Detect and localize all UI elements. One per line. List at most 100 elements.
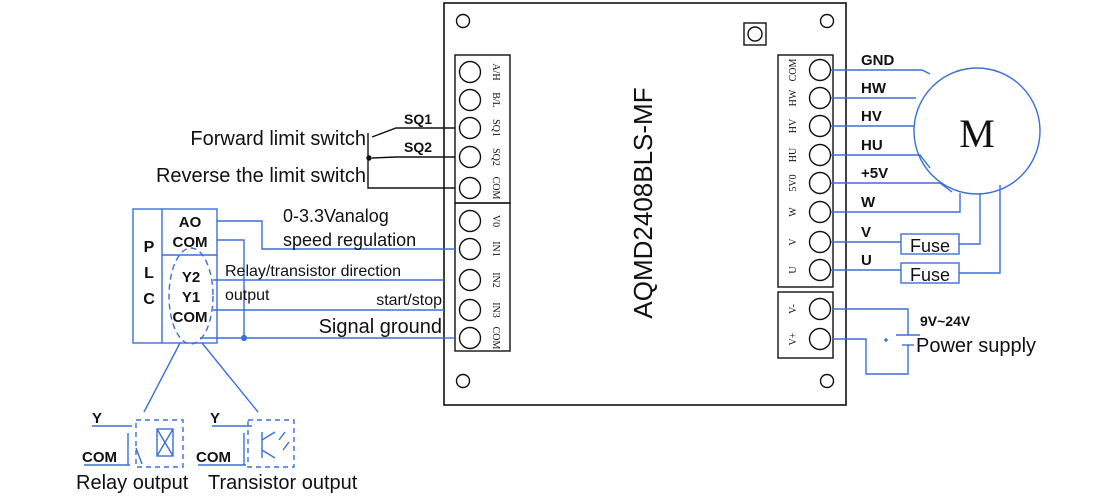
relay-coil xyxy=(156,428,174,457)
transistor-y-label: Y xyxy=(210,410,220,427)
relay-coil-mark xyxy=(156,428,174,457)
motor-wire: GND xyxy=(831,52,931,75)
plc-letter-p: P xyxy=(144,239,155,256)
left-terminal: SQ2 xyxy=(458,145,501,169)
sq1-label: SQ1 xyxy=(404,111,432,127)
fuse-box xyxy=(900,262,960,284)
terminal-screw xyxy=(808,297,832,321)
start-stop-label: start/stop xyxy=(376,292,442,309)
wire-label: U xyxy=(861,252,872,269)
fuse-v: Fuse xyxy=(900,233,960,256)
right-terminal-block-upper xyxy=(777,54,834,288)
relay-callout xyxy=(143,342,181,413)
motor-wire: HU xyxy=(831,137,931,169)
terminal-block-frame xyxy=(777,54,834,288)
left-terminal: COM xyxy=(458,326,501,350)
sq1-wire xyxy=(371,127,455,138)
left-terminal: A/H xyxy=(458,60,501,84)
left-terminal: B/L xyxy=(458,88,501,112)
common-node xyxy=(366,155,372,161)
plc-y1-label: Y1 xyxy=(182,289,200,306)
signal-ground-label: Signal ground xyxy=(319,316,442,338)
relay-com-label: COM xyxy=(82,449,117,466)
mounting-hole-bottom-right xyxy=(819,373,835,389)
left-terminal: IN3 xyxy=(458,298,501,322)
terminal-label: IN2 xyxy=(490,272,501,288)
terminal-screw xyxy=(458,60,482,84)
ground-node xyxy=(240,334,248,342)
wire-label: +5V xyxy=(861,165,888,182)
terminal-label: COM xyxy=(788,59,799,82)
terminal-screw xyxy=(458,88,482,112)
motor-wire: W xyxy=(831,193,961,213)
terminal-label: IN3 xyxy=(490,302,501,318)
reset-button-housing xyxy=(743,22,767,46)
reverse-limit-switch-label: Reverse the limit switch xyxy=(156,165,366,187)
terminal-label: IN1 xyxy=(490,241,501,257)
negative-wire xyxy=(833,308,909,335)
power-supply-wiring xyxy=(833,308,920,375)
terminal-screw xyxy=(808,171,832,195)
terminal-screw xyxy=(458,145,482,169)
transistor-collector xyxy=(261,431,276,441)
terminal-screw xyxy=(458,326,482,350)
fuse-u: Fuse xyxy=(900,262,960,285)
fuse-v-to-motor-wire xyxy=(959,193,981,245)
direction-label-line2: output xyxy=(225,287,270,304)
relay-box xyxy=(135,419,184,468)
terminal-label: V- xyxy=(788,304,799,314)
wire-label: GND xyxy=(861,52,895,69)
terminal-block-frame xyxy=(454,202,511,352)
terminal-label: SQ2 xyxy=(490,148,501,166)
limit-switch-wiring xyxy=(366,127,455,189)
left-terminal: IN2 xyxy=(458,268,501,292)
wire-label: W xyxy=(861,194,876,211)
plc-com-label: COM xyxy=(173,234,208,251)
right-terminal: W xyxy=(788,200,832,224)
forward-limit-switch-label: Forward limit switch xyxy=(190,128,366,150)
analog-label-line2: speed regulation xyxy=(283,230,416,250)
sq2-label: SQ2 xyxy=(404,139,432,155)
left-terminal-block-lower xyxy=(454,202,511,352)
wire-label: V xyxy=(861,224,871,241)
fuse-label: Fuse xyxy=(910,236,950,256)
wire-line xyxy=(831,193,961,213)
motor-wire: V xyxy=(831,224,901,243)
right-terminal: U xyxy=(788,258,832,282)
terminal-label: COM xyxy=(490,327,501,350)
terminal-screw xyxy=(458,268,482,292)
terminal-label: A/H xyxy=(490,63,501,80)
plc-signal-wiring xyxy=(143,220,455,413)
terminal-screw xyxy=(458,298,482,322)
motor-wire: +5V xyxy=(831,165,953,193)
motor-wire: U xyxy=(831,252,901,271)
relay-output-caption: Relay output xyxy=(76,472,189,494)
plc-com2-label: COM xyxy=(173,309,208,326)
transistor-output-symbol xyxy=(198,419,295,468)
left-terminal: SQ1 xyxy=(458,116,501,140)
terminal-screw xyxy=(458,237,482,261)
analog-wire xyxy=(217,220,455,250)
terminal-label: HV xyxy=(788,118,799,133)
power-terminal-list: V-V+ xyxy=(788,297,832,351)
right-terminal: HV xyxy=(788,114,832,138)
relay-y-label: Y xyxy=(92,410,102,427)
terminal-screw xyxy=(808,230,832,254)
right-terminal-block-lower xyxy=(777,291,834,359)
fuse-label: Fuse xyxy=(910,265,950,285)
right-terminal: COM xyxy=(788,59,832,82)
sq2-wire xyxy=(371,156,455,159)
wire-label: HU xyxy=(861,137,883,154)
right-terminal: V xyxy=(788,230,832,254)
terminal-label: HW xyxy=(788,89,799,106)
model-label: AQMD2408BLS-MF xyxy=(628,87,658,318)
output-group-ellipse xyxy=(168,247,214,345)
analog-label-line1: 0-3.3Vanalog xyxy=(283,206,389,226)
positive-wire xyxy=(833,338,909,375)
terminal-label: V xyxy=(788,238,799,246)
terminal-label: U xyxy=(788,266,799,274)
light-arrow xyxy=(282,441,290,451)
terminal-screw xyxy=(808,114,832,138)
right-terminal: 5V0 xyxy=(788,171,832,195)
